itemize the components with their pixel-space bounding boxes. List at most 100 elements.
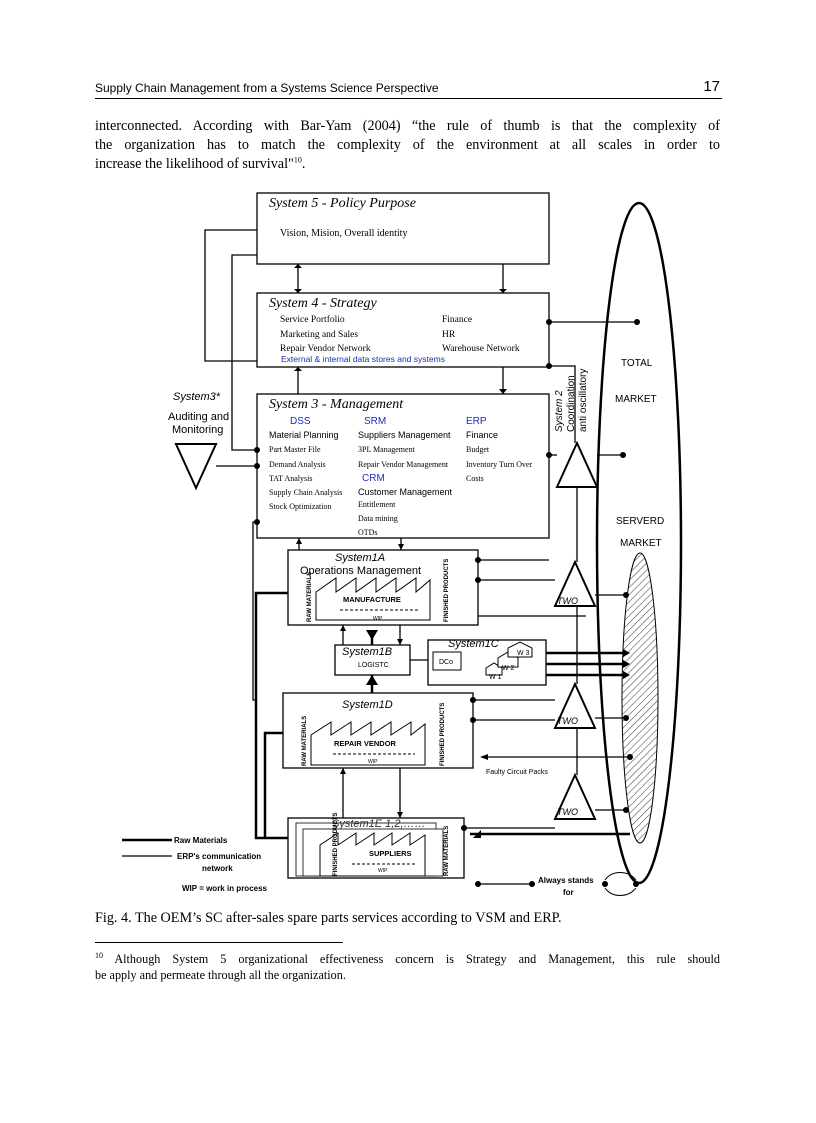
w3-label: W 3 [517,650,530,657]
finished-products-label: FINISHED PRODUCTS [440,703,446,766]
served-market-ellipse [621,552,659,844]
logistic-label: LOGISTC [358,662,389,669]
management-item: Data mining [358,514,398,523]
coordination-triangle-icon [555,440,599,488]
two-triangle-icon [553,559,597,607]
auditing-label: Auditing and [168,411,229,423]
cycle-arrow-icon [604,887,637,896]
total-market-ellipse [595,201,683,885]
crm-label: CRM [362,473,385,484]
wip-label: WIP [378,868,388,874]
system-3-box: System 3 - Management DSS SRM ERP Materi… [256,393,550,539]
served-market-label: SERVERD [616,516,664,527]
strategy-item: Repair Vendor Network [280,344,371,354]
system-1e-title: System1E 1,2,…… [332,818,426,830]
management-item: Customer Management [358,487,453,497]
strategy-item: Service Portfolio [280,314,345,325]
footnote-divider [95,942,343,943]
footnote-ref: 10 [293,155,302,165]
management-item: Demand Analysis [269,460,326,469]
suppliers-label: SUPPLIERS [369,849,412,858]
system-1a-title: System1A [335,552,385,564]
arrowheads [294,264,630,838]
w1-label: W 1 [489,674,502,681]
footnote-text: Although System 5 organizational effecti… [103,952,720,966]
audit-triangle-icon [174,443,218,491]
system-4-box: System 4 - Strategy Service Portfolio Ma… [256,292,550,368]
faulty-packs-label: Faulty Circuit Packs [486,769,548,776]
strategy-item: Warehouse Network [442,344,520,354]
operations-label: Operations Management [300,565,421,577]
legend-raw-materials: Raw Materials [174,836,228,845]
management-item: Entitlement [358,500,396,509]
wip-label: WIP [368,759,378,765]
repair-vendor-label: REPAIR VENDOR [334,739,397,748]
management-item: TAT Analysis [269,474,312,483]
cycle-arrow-icon [604,872,637,881]
footnote-line: be apply and permeate through all the or… [95,968,346,982]
system-5-text: Vision, Mision, Overall identity [280,228,407,239]
oscillatory-label: anti oscillatory [578,369,589,432]
two-triangles: TWO TWO TWO [553,559,597,820]
management-item: OTDs [358,528,378,537]
management-item: 3PL Management [358,445,416,454]
finished-products-label: FINISHED PRODUCTS [444,559,450,622]
management-item: Costs [466,474,484,483]
system-1c-box: System1C DCo W 3 W 2 W 1 [427,638,547,686]
management-item: Stock Optimization [269,502,331,511]
management-item: Budget [466,445,490,454]
system-1b-box: System1B LOGISTC [334,644,411,676]
raw-materials-label: RAW MATERIALS [302,716,308,766]
system-3-title: System 3 - Management [269,397,404,412]
w2-label: W 2 [502,665,515,672]
srm-label: SRM [364,416,386,427]
intro-text: increase the likelihood of survival" [95,156,294,172]
system-1e-box: System1E 1,2,…… SUPPLIERS WIP FINISHED P… [287,813,465,879]
strategy-item: Marketing and Sales [280,330,358,340]
legend: Raw Materials ERP's communication networ… [174,836,637,897]
data-stores-label: External & internal data stores and syst… [281,354,445,364]
footnote: 10 Although System 5 organizational effe… [95,951,720,983]
warehouse-icon [507,641,533,658]
erp-label: ERP [466,416,487,427]
management-item: Repair Vendor Management [358,460,449,469]
raw-materials-label: RAW MATERIALS [444,826,450,876]
factory-icon [310,721,426,766]
connection-dots [254,319,640,887]
served-market-label: MARKET [620,538,662,549]
monitoring-label: Monitoring [172,424,223,436]
footnote-line: 10 Although System 5 organizational effe… [95,951,720,967]
two-label: TWO [557,716,578,726]
system-5-box: System 5 - Policy Purpose Vision, Mision… [256,192,550,265]
running-title: Supply Chain Management from a Systems S… [95,81,439,95]
page-number: 17 [703,78,720,95]
two-triangle-icon [553,772,597,820]
two-label: TWO [557,807,578,817]
factory-icon [319,832,426,877]
two-triangle-icon [553,681,597,729]
strategy-item: HR [442,330,456,340]
running-header: Supply Chain Management from a Systems S… [95,78,722,99]
finished-products-label: FINISHED PRODUCTS [333,813,339,876]
management-item: Finance [466,430,498,440]
total-market-label: TOTAL [621,358,653,369]
strategy-item: Finance [442,315,472,325]
legend-always-stands: for [563,888,574,897]
figure-caption: Fig. 4. The OEM’s SC after-sales spare p… [95,910,562,926]
dco-label: DCo [439,659,453,666]
legend-erp-network: ERP's communication [177,852,261,861]
system-1d-title: System1D [342,699,393,711]
system-4-title: System 4 - Strategy [269,296,377,311]
intro-line: interconnected. According with Bar-Yam (… [95,118,720,134]
management-item: Inventory Turn Over [466,460,533,469]
system-5-title: System 5 - Policy Purpose [269,196,416,211]
intro-end: . [301,156,306,172]
legend-erp-network: network [202,864,233,873]
raw-material-flow-lines [122,591,630,842]
system-3-star-title: System3* [173,391,221,403]
erp-network-lines [122,229,637,857]
system-2-title: System 2 [554,390,565,432]
dss-label: DSS [290,416,311,427]
intro-paragraph: interconnected. According with Bar-Yam (… [95,117,720,174]
